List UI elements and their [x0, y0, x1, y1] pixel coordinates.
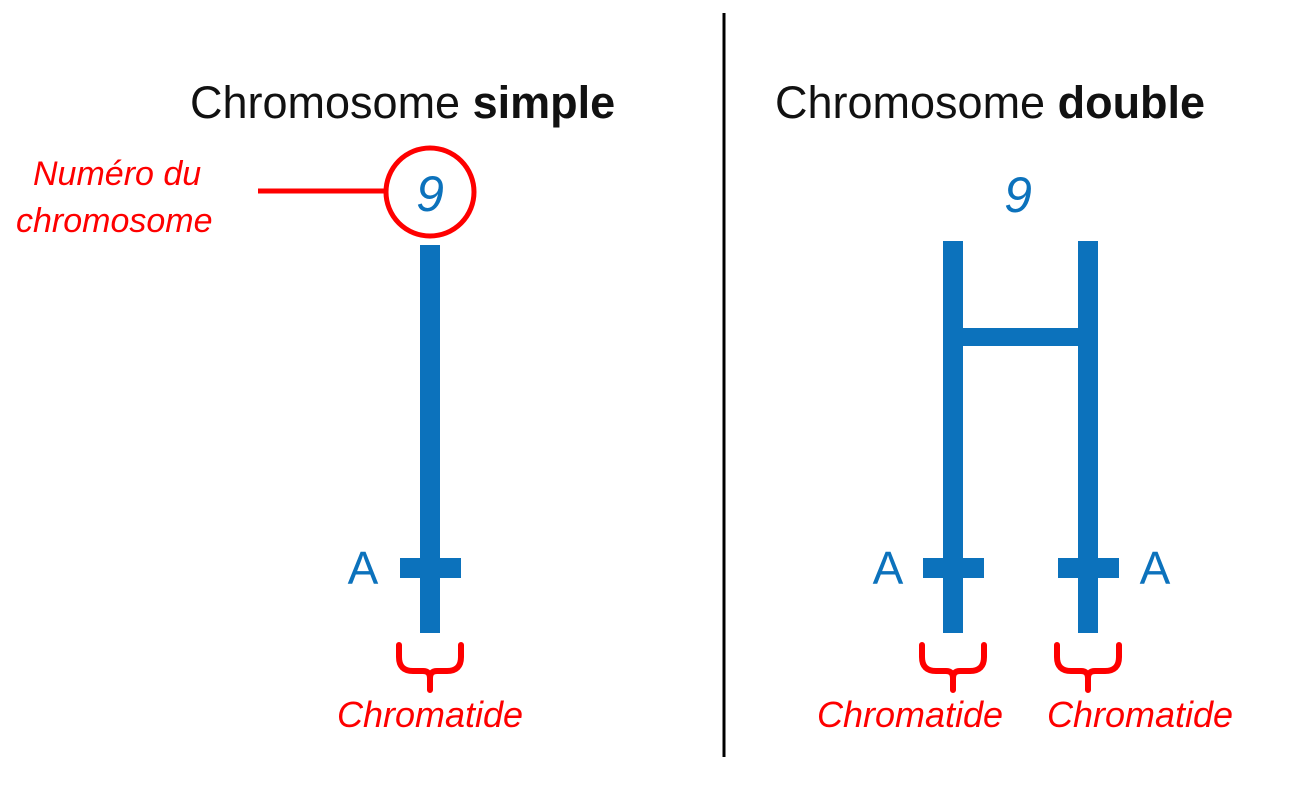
chromosome-number-simple: 9 [416, 166, 444, 222]
chromatide-brace-double-right [1054, 642, 1122, 693]
chromatide-label-double-left: Chromatide [817, 694, 1003, 735]
callout-label-line2: chromosome [16, 202, 213, 240]
allele-tick-simple [400, 558, 461, 578]
panel-double-title-emphasis: double [1058, 77, 1205, 128]
chromosome-number-double: 9 [1004, 167, 1032, 223]
chromatide-label-double-right: Chromatide [1047, 694, 1233, 735]
chromosome-number-circle [383, 145, 477, 239]
allele-label-double-right: A [1140, 542, 1171, 594]
allele-label-simple: A [348, 542, 379, 594]
callout-label-line1: Numéro du [33, 155, 201, 193]
panel-simple: Chromosome simple Numéro du chromosome 9… [16, 77, 615, 735]
panel-double: Chromosome double 9 A A Chromati [775, 77, 1233, 735]
allele-tick-double-left [923, 558, 984, 578]
chromatide-brace-double-left [919, 642, 987, 693]
allele-tick-double-right [1058, 558, 1119, 578]
allele-label-double-left: A [873, 542, 904, 594]
centromere-bridge [943, 328, 1098, 346]
panel-double-title-prefix: Chromosome [775, 77, 1058, 128]
panel-simple-title: Chromosome simple [190, 77, 615, 128]
panel-simple-title-emphasis: simple [473, 77, 616, 128]
chromatide-label-simple: Chromatide [337, 694, 523, 735]
chromatide-brace-simple [396, 642, 464, 693]
chromatid-bar-simple [420, 245, 440, 633]
panel-double-title: Chromosome double [775, 77, 1205, 128]
panel-simple-title-prefix: Chromosome [190, 77, 473, 128]
